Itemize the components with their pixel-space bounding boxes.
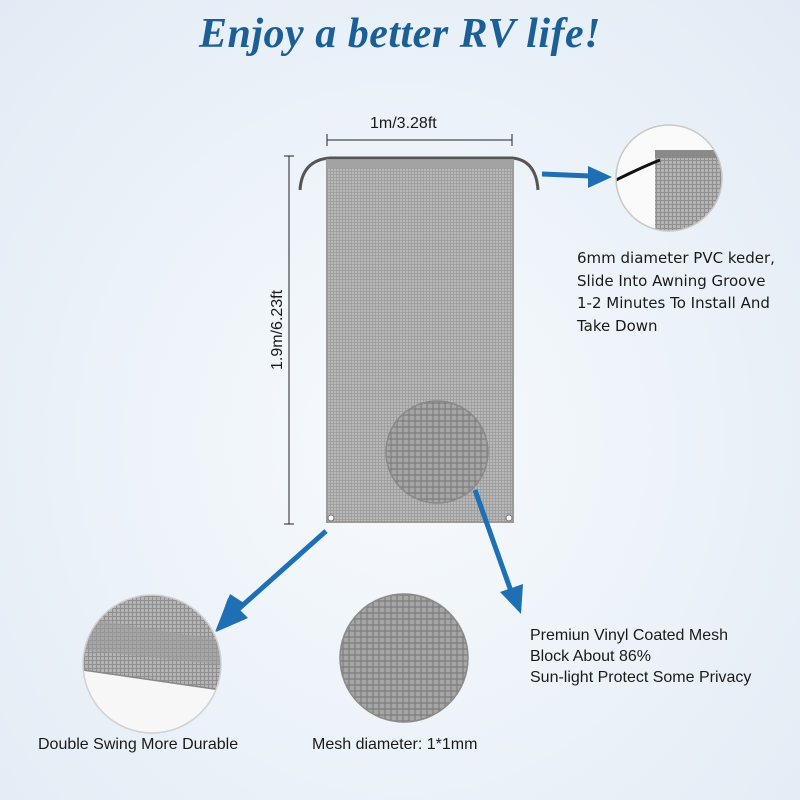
mesh-description: Premiun Vinyl Coated Mesh Block About 86… [530,625,751,688]
keder-line: 6mm diameter PVC keder, [577,249,775,267]
mesh-line: Premiun Vinyl Coated Mesh [530,627,729,644]
keder-line: Take Down [577,316,658,335]
keder-line: Slide Into Awning Groove [577,271,766,290]
height-dimension-line [284,155,294,525]
mesh-line: Block About 86% [530,648,651,665]
swing-caption: Double Swing More Durable [38,736,239,753]
swing-detail-circle [82,594,222,734]
page-title: Enjoy a better RV life! [199,11,601,57]
keder-rod [298,156,540,191]
keder-description: 6mm diameter PVC keder, Slide Into Awnin… [577,247,775,337]
mesh-line: Sun-light Protect Some Privacy [530,669,752,686]
arrow-icon [215,529,328,632]
width-label: 1m/3.28ft [370,115,437,132]
width-dimension-line [326,134,513,146]
keder-line: 1-2 Minutes To Install And [577,294,770,312]
mesh-diameter-circle [339,593,469,723]
panel-top-hem [327,160,513,168]
mesh-zoom-circle [385,400,489,504]
height-label: 1.9m/6.23ft [269,289,286,371]
grommet [505,514,513,522]
keder-detail-circle [615,124,723,232]
mesh-diameter-caption: Mesh diameter: 1*1mm [312,736,478,753]
arrow-icon [472,489,523,614]
arrow-icon [541,166,612,188]
grommet [327,514,335,522]
